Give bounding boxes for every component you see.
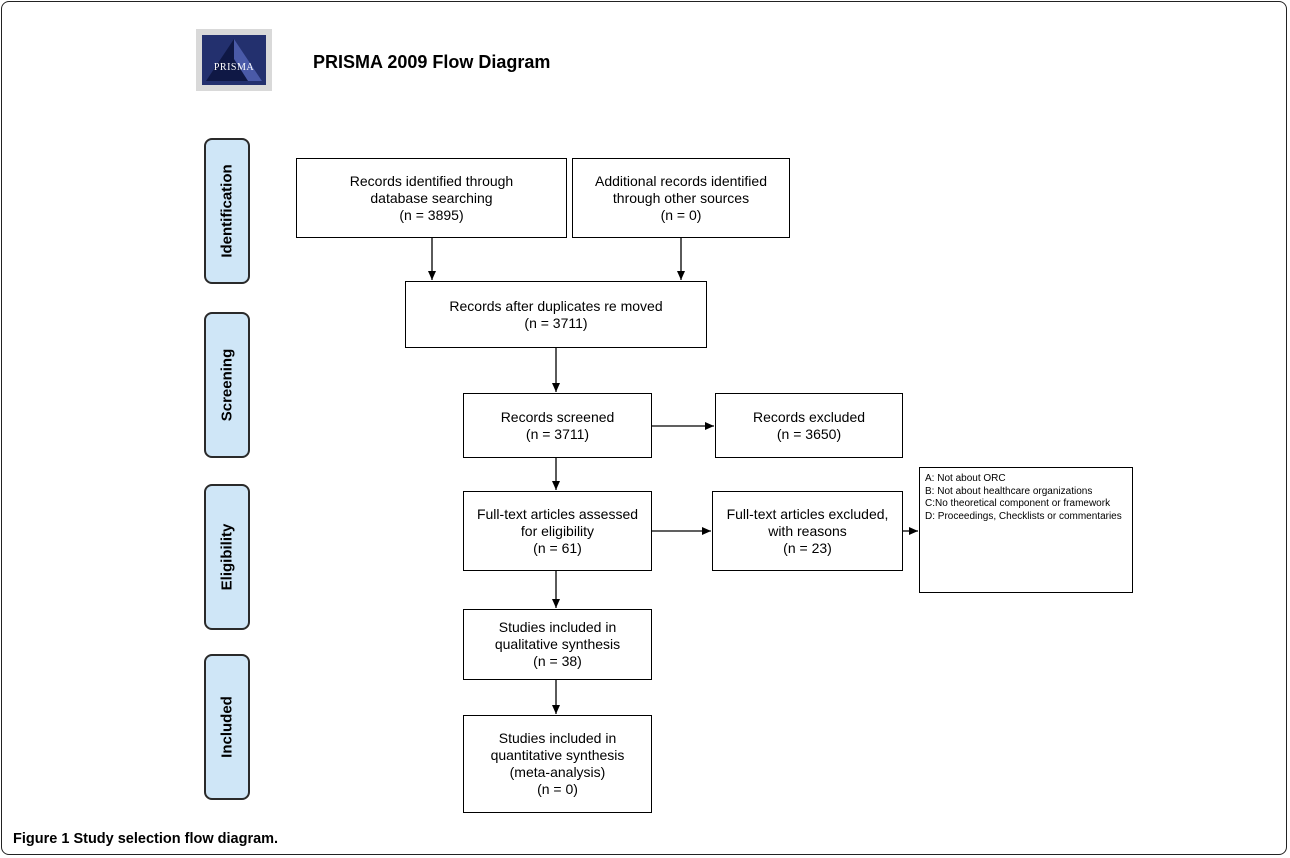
box-line: through other sources <box>612 189 750 206</box>
box-quantitative-synthesis: Studies included in quantitative synthes… <box>463 715 652 813</box>
reason-item: A: Not about ORC <box>925 473 1006 484</box>
box-line: (n = 3711) <box>524 314 588 331</box>
box-records-screened: Records screened (n = 3711) <box>463 393 652 458</box>
box-line: (n = 3650) <box>776 425 842 442</box>
box-line: Records screened <box>500 408 615 425</box>
box-fulltext-excluded: Full-text articles excluded, with reason… <box>712 491 903 571</box>
box-line: Additional records identified <box>595 172 767 189</box>
box-line: (n = 3895) <box>399 206 464 223</box>
figure-caption: Figure 1 Study selection flow diagram. <box>13 831 278 847</box>
box-line: Records identified through <box>349 172 514 189</box>
caption-label: Figure 1 <box>13 831 70 847</box>
box-line: for eligibility <box>520 522 595 539</box>
box-line: (n = 61) <box>533 539 582 556</box>
box-duplicates-removed: Records after duplicates re moved (n = 3… <box>405 281 707 348</box>
logo-text: PRISMA <box>214 62 255 73</box>
box-fulltext-assessed: Full-text articles assessed for eligibil… <box>463 491 652 571</box>
caption-text: Study selection flow diagram. <box>73 831 279 847</box>
box-line: database searching <box>370 189 493 206</box>
stage-included: Included <box>204 654 250 800</box>
box-database-records: Records identified through database sear… <box>296 158 567 238</box>
box-line: (n = 38) <box>533 653 582 669</box>
box-line: quantitative synthesis <box>490 747 625 763</box>
box-line: Full-text articles excluded, <box>726 505 889 522</box>
reason-item: D: Proceedings, Checklists or commentari… <box>925 510 1122 522</box>
box-line: Studies included in <box>498 730 617 746</box>
box-records-excluded: Records excluded (n = 3650) <box>715 393 903 458</box>
diagram-title: PRISMA 2009 Flow Diagram <box>313 52 551 72</box>
box-qualitative-synthesis: Studies included in qualitative synthesi… <box>463 609 652 680</box>
stage-screening: Screening <box>204 312 250 458</box>
box-line: (n = 0) <box>660 206 702 223</box>
box-line: (n = 3711) <box>525 425 590 442</box>
box-line: (n = 0) <box>537 781 578 797</box>
reason-item: C:No theoretical component or framework <box>925 498 1111 509</box>
box-line: Records excluded <box>752 408 866 425</box>
box-line: Full-text articles assessed <box>476 505 639 522</box>
prisma-logo: PRISMA <box>196 29 272 91</box>
box-line: with reasons <box>768 522 847 539</box>
box-line: (n = 23) <box>783 539 832 556</box>
stage-identification: Identification <box>204 138 250 284</box>
exclusion-reasons-box: A: Not about ORC B: Not about healthcare… <box>919 467 1133 593</box>
box-line: Studies included in <box>498 619 617 635</box>
box-line: (meta-analysis) <box>509 764 606 780</box>
box-line: Records after duplicates re moved <box>449 297 663 314</box>
stage-eligibility: Eligibility <box>204 484 250 630</box>
box-other-records: Additional records identified through ot… <box>572 158 790 238</box>
reason-item: B: Not about healthcare organizations <box>925 485 1093 497</box>
box-line: qualitative synthesis <box>494 636 621 652</box>
